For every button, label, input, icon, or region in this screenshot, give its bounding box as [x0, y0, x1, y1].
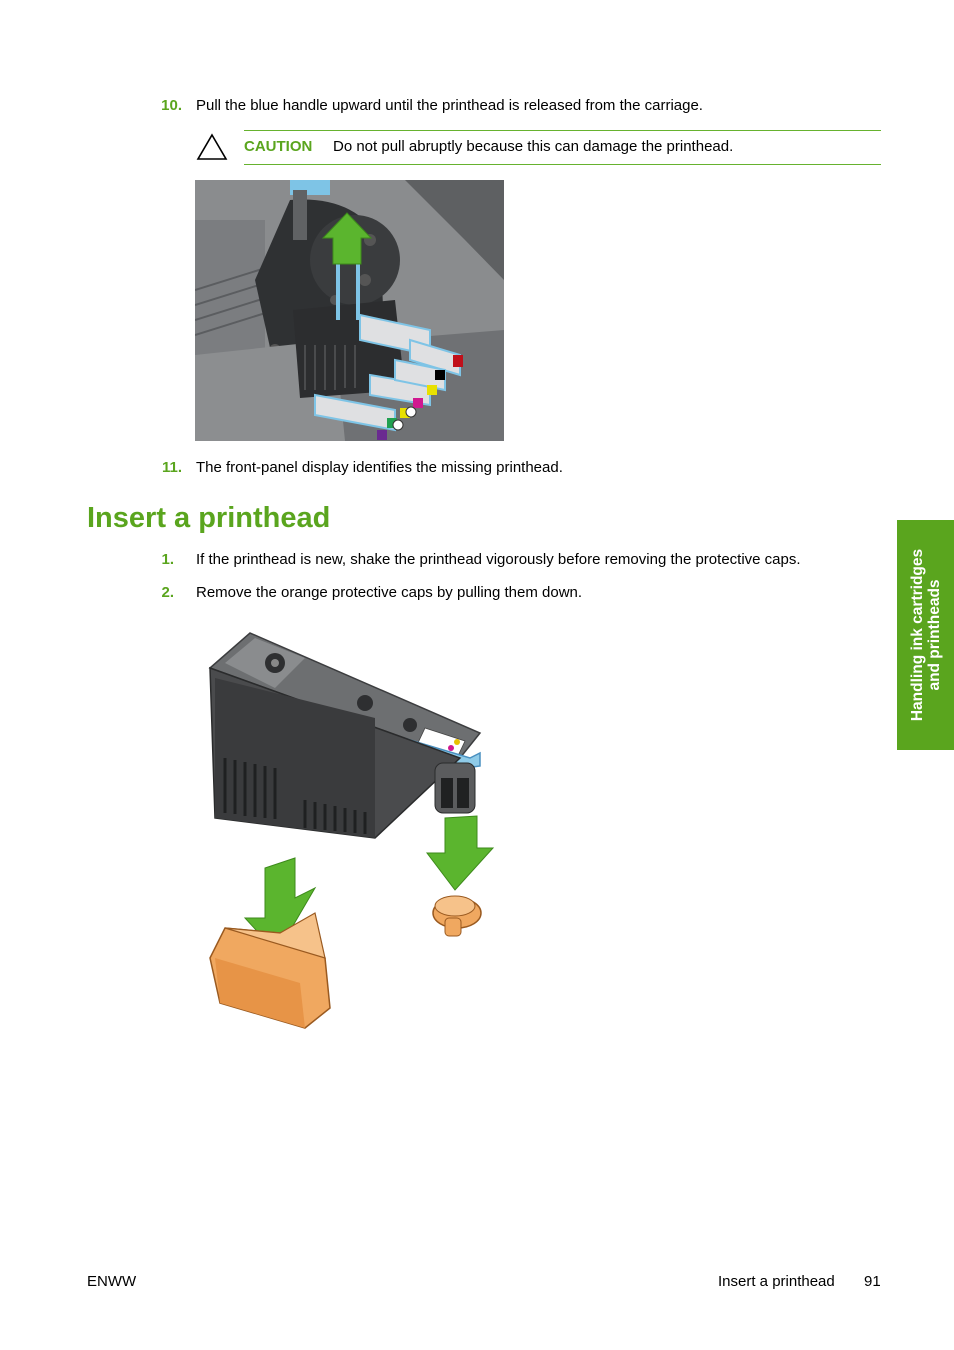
printhead-caps-illustration — [208, 632, 495, 1029]
step-number: 11. — [161, 459, 182, 476]
step-text: Pull the blue handle upward until the pr… — [196, 97, 703, 114]
step-text: Remove the orange protective caps by pul… — [196, 584, 583, 601]
chapter-side-tab-text: Handling ink cartridges and printheads — [909, 549, 943, 721]
caution-label: CAUTION — [244, 138, 313, 155]
printhead-carriage-illustration — [195, 180, 504, 441]
chapter-side-tab: Handling ink cartridges and printheads — [897, 520, 954, 750]
side-tab-line-1: Handling ink cartridges — [908, 548, 926, 722]
side-tab-line-2: and printheads — [925, 579, 943, 691]
footer-section-name: Insert a printhead — [718, 1273, 835, 1290]
section-heading: Insert a printhead — [87, 502, 331, 534]
step-number: 10. — [161, 97, 182, 114]
caution-text: Do not pull abruptly because this can da… — [333, 138, 734, 155]
step-number: 1. — [161, 551, 174, 568]
step-number: 2. — [161, 584, 174, 601]
footer-left-label: ENWW — [87, 1273, 137, 1290]
caution-top-rule — [244, 130, 881, 131]
page-number: 91 — [864, 1273, 881, 1290]
warning-triangle-icon — [196, 133, 228, 160]
step-text: The front-panel display identifies the m… — [196, 459, 563, 476]
caution-bottom-rule — [244, 164, 881, 165]
step-text: If the printhead is new, shake the print… — [196, 551, 801, 568]
